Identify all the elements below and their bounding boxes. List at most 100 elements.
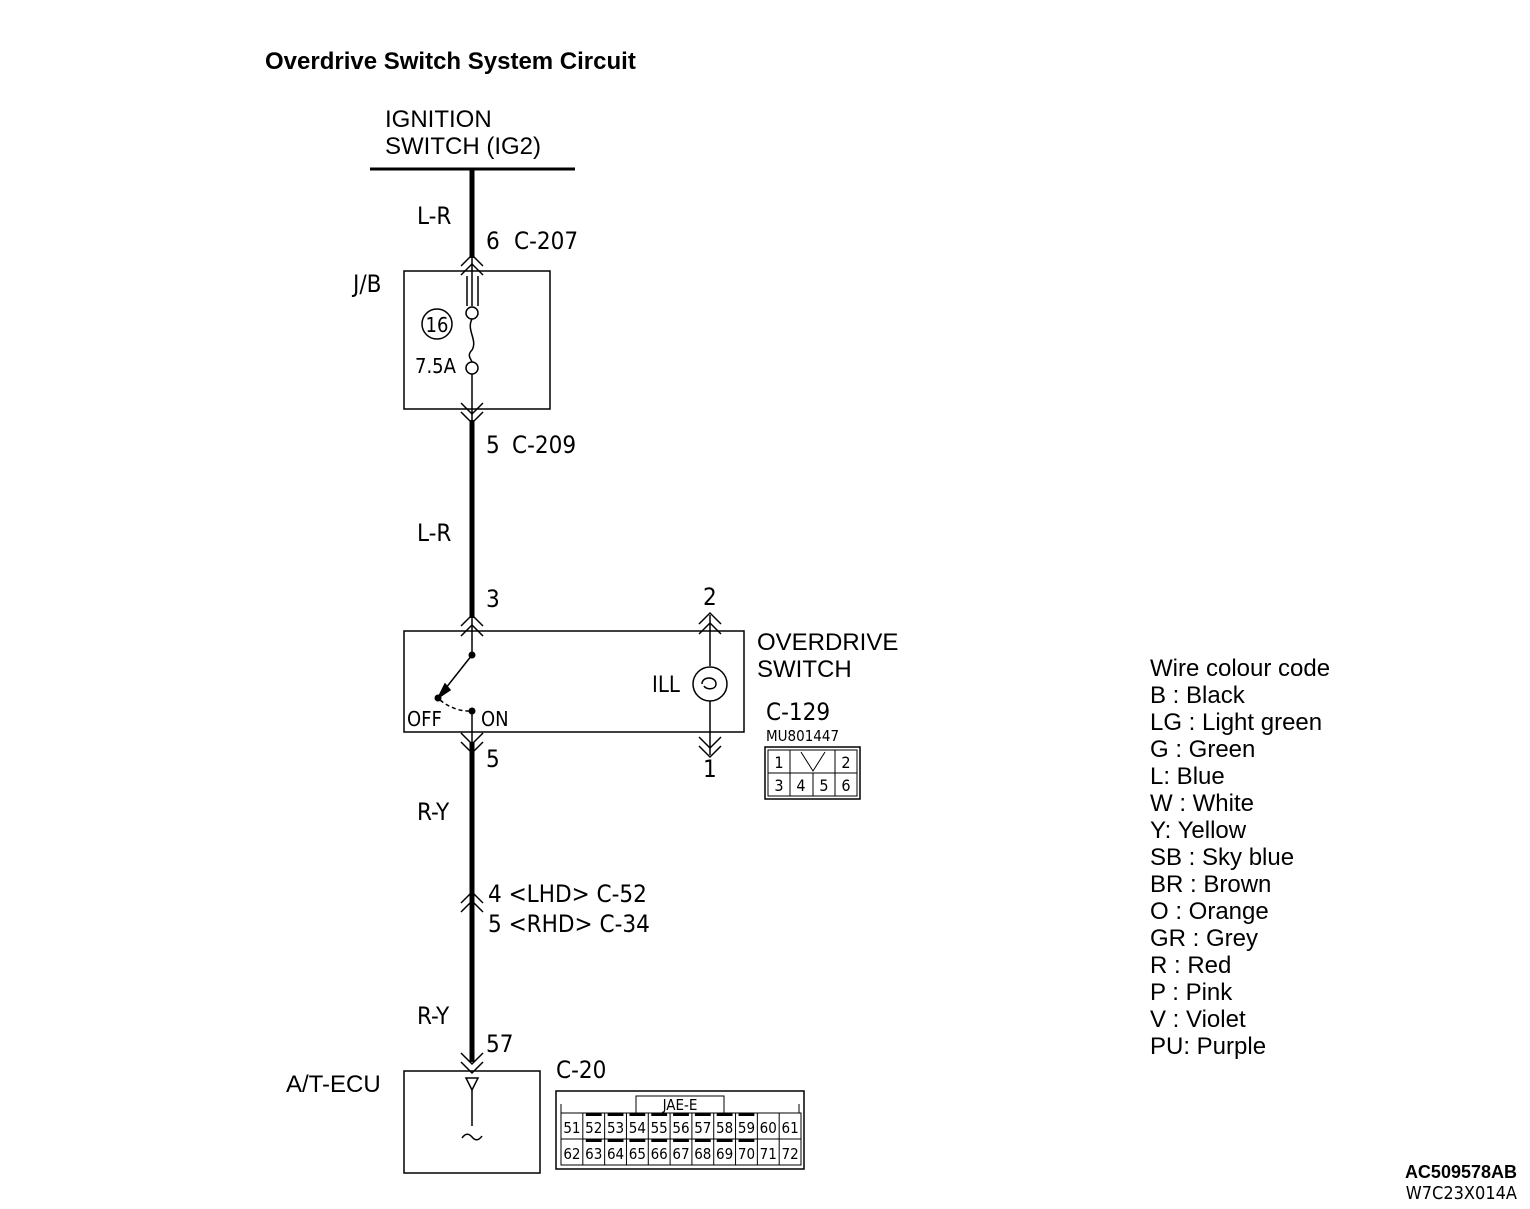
legend-item: PU: Purple <box>1150 1033 1266 1060</box>
legend-item: Y: Yellow <box>1150 817 1247 844</box>
switch-pin-5: 5 <box>486 745 500 773</box>
c20-pin: 56 <box>672 1119 689 1137</box>
c20-pin: 57 <box>694 1119 711 1137</box>
c20-pin: 54 <box>629 1119 646 1137</box>
c129-pin-1: 1 <box>774 753 783 772</box>
jb-output-pin: 5 <box>486 431 500 459</box>
wire-color-top-upper: L-R <box>417 202 451 230</box>
jb-input-pin: 6 <box>486 227 500 255</box>
ecu-box <box>403 1070 541 1174</box>
c20-pin: 58 <box>716 1119 733 1137</box>
legend-item: L: Blue <box>1150 763 1225 790</box>
c20-key-bar <box>629 1113 646 1116</box>
fuse-number: 16 <box>426 313 449 337</box>
ecu-pin: 57 <box>486 1030 513 1058</box>
c20-key-bar <box>694 1113 711 1116</box>
c20-pin: 60 <box>760 1119 777 1137</box>
c20-key-bar <box>607 1139 624 1142</box>
legend-item: V : Violet <box>1150 1006 1246 1033</box>
switch-connector-id: C-129 <box>766 698 830 726</box>
switch-pin-3: 3 <box>486 585 500 613</box>
wire-color-bottom-lower: R-Y <box>417 1002 450 1030</box>
c20-pin: 66 <box>651 1145 668 1163</box>
c129-pin-3: 3 <box>774 776 783 795</box>
c20-pin: 69 <box>716 1145 733 1163</box>
diagram-title: Overdrive Switch System Circuit <box>265 48 636 75</box>
wire-color-top-lower: L-R <box>417 519 451 547</box>
switch-on-label: ON <box>481 707 509 731</box>
legend-item: GR : Grey <box>1150 925 1258 952</box>
c20-pin: 61 <box>782 1119 799 1137</box>
c20-pin: 59 <box>738 1119 755 1137</box>
legend-item: R : Red <box>1150 952 1231 979</box>
c20-key-bar <box>738 1113 755 1116</box>
ecu-label: A/T-ECU <box>286 1071 381 1098</box>
switch-contact <box>436 618 473 742</box>
switch-connector-arrows <box>460 611 722 759</box>
c20-key-bar <box>585 1139 602 1142</box>
c129-pin-2: 2 <box>841 753 850 772</box>
c129-pin-5: 5 <box>819 776 828 795</box>
junction-block-box <box>403 270 551 410</box>
c20-pin: 64 <box>607 1145 624 1163</box>
fuse-symbol <box>465 258 479 420</box>
c20-key-bar <box>607 1113 624 1116</box>
c20-pin: 70 <box>738 1145 755 1163</box>
c20-pin: 55 <box>651 1119 668 1137</box>
c20-pin: 71 <box>760 1145 777 1163</box>
switch-off-dot <box>434 694 442 702</box>
legend-item: B : Black <box>1150 682 1246 709</box>
c20-key-bar <box>716 1139 733 1142</box>
legend-item: W : White <box>1150 790 1254 817</box>
c20-pin: 63 <box>585 1145 602 1163</box>
drawing-code-1: AC509578AB <box>1405 1162 1517 1182</box>
jb-output-connector: C-209 <box>512 431 576 459</box>
switch-part-number: MU801447 <box>766 727 839 745</box>
legend-heading: Wire colour code <box>1150 655 1330 682</box>
jb-input-connector: C-207 <box>514 227 578 255</box>
intermediate-connector-arrow <box>460 890 484 913</box>
c20-connector-face <box>555 1090 805 1170</box>
ecu-connector-id: C-20 <box>556 1056 606 1084</box>
legend-item: G : Green <box>1150 736 1255 763</box>
c20-key-bar <box>651 1139 668 1142</box>
illumination-label: ILL <box>652 673 680 698</box>
ecu-connector-type: JAE-E <box>662 1096 698 1114</box>
c129-pin-4: 4 <box>796 776 805 795</box>
c20-key-bar <box>629 1139 646 1142</box>
c20-key-bar <box>651 1113 668 1116</box>
legend-item: BR : Brown <box>1150 871 1271 898</box>
switch-on-dot <box>468 707 476 715</box>
c20-key-bar <box>673 1113 689 1116</box>
fuse-number-circle <box>421 308 453 340</box>
drawing-code-2: W7C23X014A <box>1406 1183 1517 1204</box>
ecu-connector-arrow <box>460 1052 484 1075</box>
jb-label: J/B <box>351 270 381 298</box>
legend-item: O : Orange <box>1150 898 1269 925</box>
legend-item: SB : Sky blue <box>1150 844 1294 871</box>
c20-key-bar <box>694 1139 711 1142</box>
intermediate-lhd: 4 <LHD> C-52 <box>488 880 647 908</box>
legend-item: P : Pink <box>1150 979 1233 1006</box>
switch-off-label: OFF <box>407 707 442 731</box>
c20-pin: 62 <box>563 1145 580 1163</box>
overdrive-switch-label-line1: OVERDRIVE <box>757 629 898 656</box>
c20-pin: 67 <box>672 1145 689 1163</box>
overdrive-switch-box <box>403 630 745 733</box>
c20-key-bar <box>673 1139 689 1142</box>
illumination-lamp-icon <box>692 615 728 755</box>
switch-pivot-dot <box>468 651 476 659</box>
c20-pin: 65 <box>629 1145 646 1163</box>
c129-connector-face <box>764 746 861 800</box>
ecu-input-icon <box>461 1077 483 1141</box>
ignition-switch-label-line1: IGNITION <box>385 106 492 133</box>
c20-pin: 53 <box>607 1119 624 1137</box>
intermediate-rhd: 5 <RHD> C-34 <box>488 910 650 938</box>
ignition-switch-label-line2: SWITCH (IG2) <box>385 133 541 160</box>
connector-arrow-c209 <box>460 402 484 425</box>
overdrive-switch-label-line2: SWITCH <box>757 656 852 683</box>
c20-pin: 68 <box>694 1145 711 1163</box>
